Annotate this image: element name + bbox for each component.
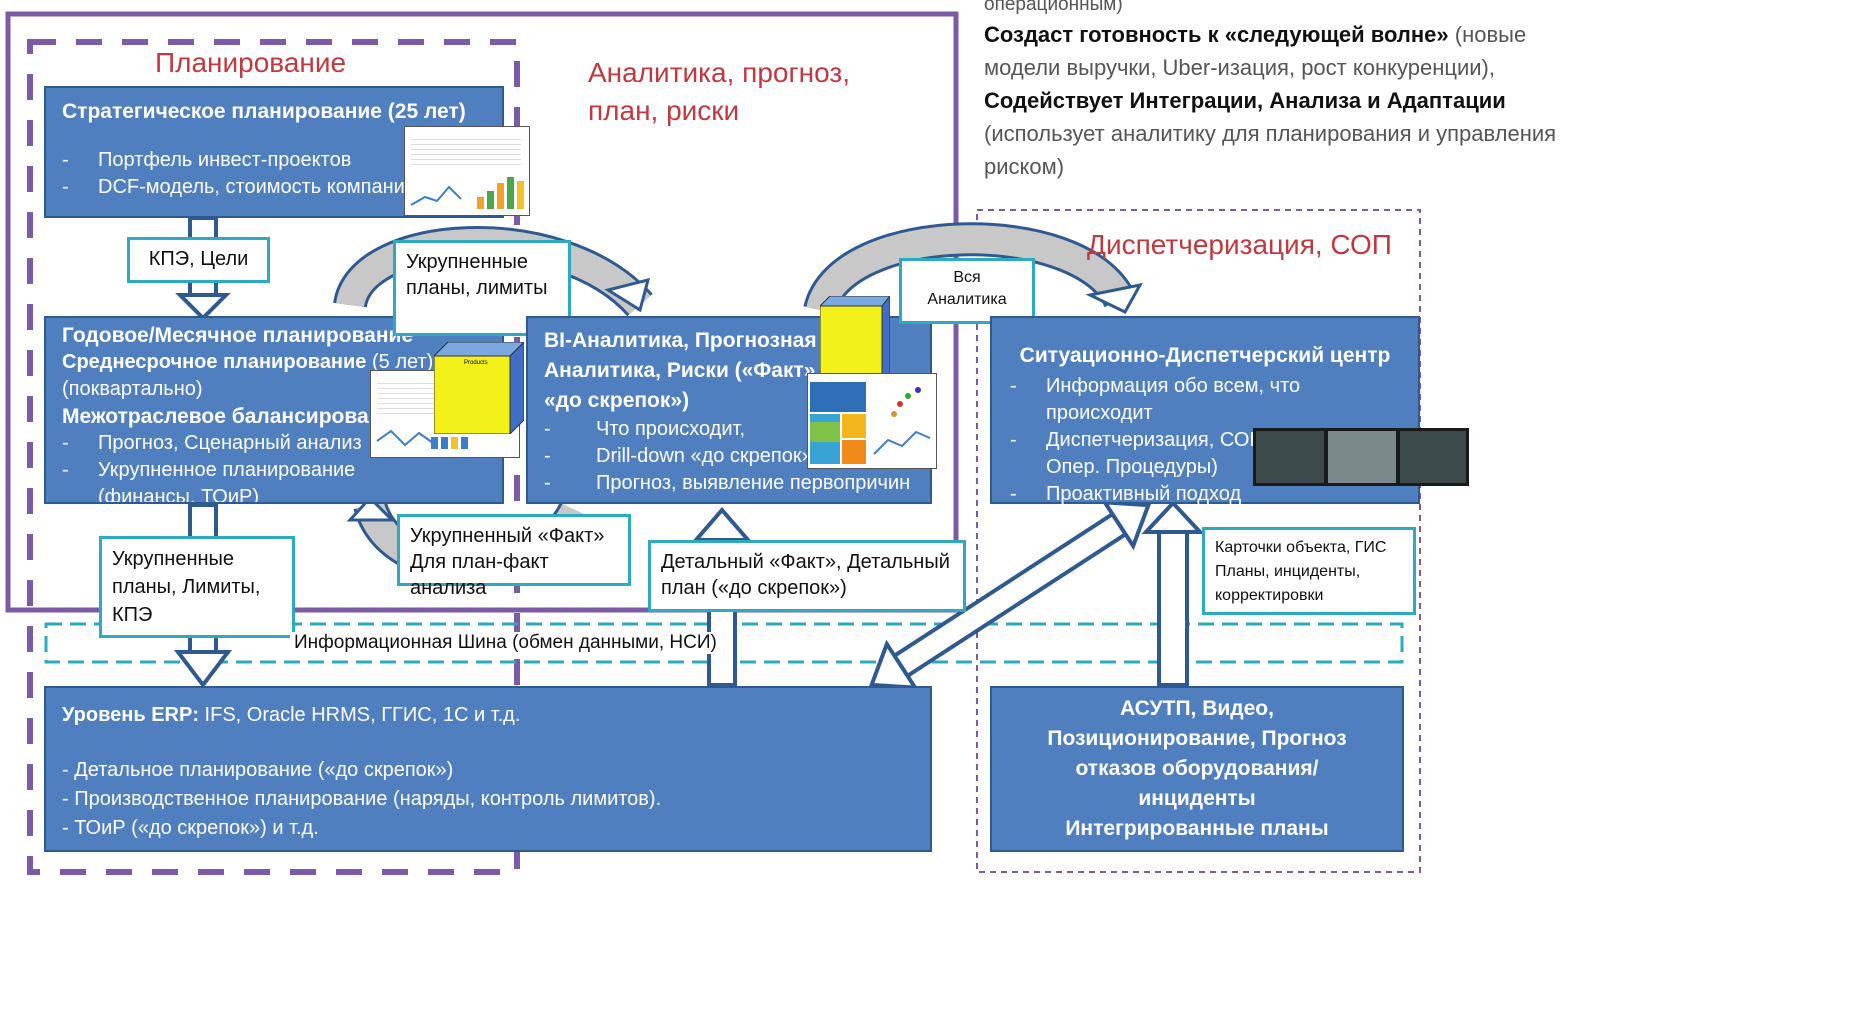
enlarged-plans-limits-label: Укрупненные планы, Лимиты, КПЭ [99, 536, 295, 638]
top-right-bold2: Содействует Интеграции, Анализа и Адапта… [984, 88, 1506, 113]
erp-item: - ТОиР («до скрепок») и т.д. [62, 817, 319, 839]
info-bus-label: Информационная Шина (обмен данными, НСИ) [290, 632, 721, 654]
top-right-text1: (новые модели выручки, Uber-изация, рост… [984, 22, 1527, 80]
erp-title: Уровень ERP: [62, 704, 199, 726]
situational-item: Проактивный подход [1010, 481, 1400, 508]
asutp-box: АСУТП, Видео, Позиционирование, Прогноз … [990, 686, 1404, 852]
top-right-para2: Содействует Интеграции, Анализа и Адапта… [984, 84, 1564, 117]
situational-title: Ситуационно-Диспетчерский центр [1019, 344, 1391, 367]
dispatch-title: Диспетчеризация, СОП [1087, 229, 1392, 260]
dashboard-thumbnail [404, 126, 530, 216]
annual-planning-box: Годовое/Месячное планирование Среднесроч… [44, 316, 504, 504]
monitor-screen [1253, 428, 1327, 486]
top-right-line0: операционным) [984, 0, 1123, 15]
top-right-text2: (использует аналитику для планирования и… [984, 121, 1557, 179]
kpe-label: КПЭ, Цели [127, 237, 270, 283]
annual-item: Прогноз, Сценарный анализ [62, 430, 486, 457]
cards-label: Карточки объекта, ГИС Планы, инциденты, … [1202, 527, 1416, 615]
erp-systems: IFS, Oracle HRMS, ГГИС, 1С и т.д. [198, 704, 521, 726]
annual-title2-suffix: (5 лет) [366, 351, 434, 373]
monitor-screen [1397, 428, 1469, 486]
erp-item: - Производственное планирование (наряды,… [62, 788, 662, 810]
detailed-fact-label: Детальный «Факт», Детальный план («до ск… [648, 540, 966, 612]
strategic-item: DCF-модель, стоимость компании [62, 174, 486, 201]
situational-item: Информация обо всем, что происходит [1010, 373, 1400, 427]
bi-item: Drill-down «до скрепок» [544, 443, 914, 470]
monitor-screen [1325, 428, 1399, 486]
bi-item: Прогноз, выявление первопричин [544, 470, 914, 497]
enlarged-fact-label: Укрупненный «Факт» Для план-факт анализа [397, 514, 631, 599]
treemap-thumbnail [807, 373, 937, 469]
erp-line1: Уровень ERP: IFS, Oracle HRMS, ГГИС, 1С … [62, 702, 914, 728]
annual-title4: Межотраслевое балансирование [62, 405, 406, 428]
all-analytics-label: Вся Аналитика [899, 258, 1035, 324]
annual-item: Укрупненное планирование (финансы, ТОиР) [62, 457, 438, 502]
annual-line2: Среднесрочное планирование (5 лет) [62, 349, 486, 376]
top-right-bold1: Создаст готовность к «следующей волне» [984, 22, 1449, 47]
annual-title1: Годовое/Месячное планирование [62, 324, 414, 347]
olap-cube-icon: Products [434, 342, 524, 434]
annual-line3: (поквартально) [62, 378, 203, 400]
erp-box: Уровень ERP: IFS, Oracle HRMS, ГГИС, 1С … [44, 686, 932, 852]
planning-title: Планирование [155, 47, 347, 78]
top-right-para1: Создаст готовность к «следующей волне» (… [984, 18, 1564, 84]
erp-item: - Детальное планирование («до скрепок») [62, 759, 454, 781]
asutp-text: АСУТП, Видео, Позиционирование, Прогноз … [1047, 697, 1347, 840]
arrow-asutp-situational [1141, 500, 1205, 687]
analytics-title: Аналитика, прогноз, план, риски [588, 57, 851, 126]
top-right-text: операционным) Создаст готовность к «след… [984, 0, 1564, 183]
cube-top-label: Products [464, 360, 488, 366]
strategic-item: Портфель инвест-проектов [62, 147, 486, 174]
bi-title: BI-Аналитика, Прогнозная Аналитика, Риск… [544, 329, 822, 412]
annual-title2: Среднесрочное планирование [62, 351, 367, 373]
strategic-title: Стратегическое планирование (25 лет) [62, 100, 466, 123]
bi-item: Что происходит, [544, 416, 914, 443]
